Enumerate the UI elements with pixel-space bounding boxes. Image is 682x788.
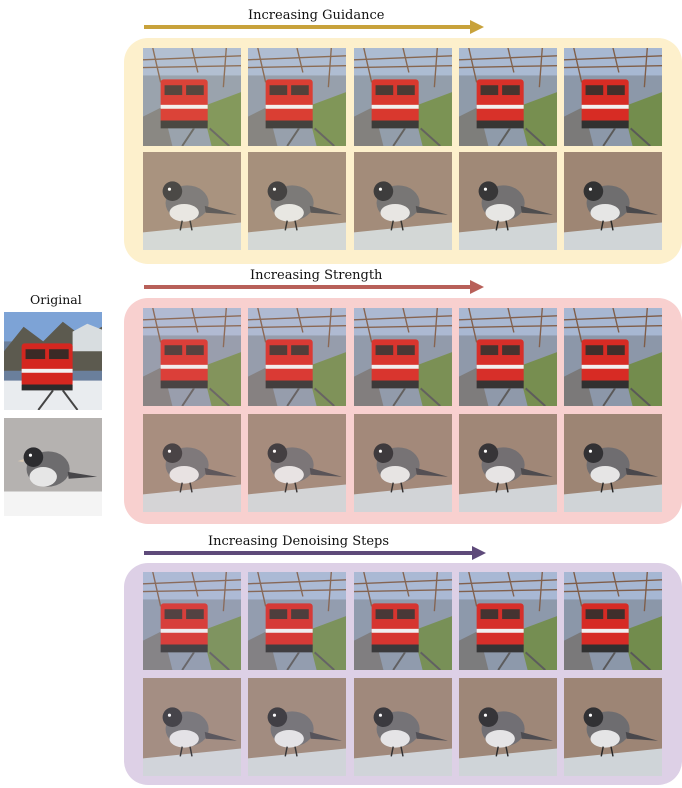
original-bird-image <box>4 418 102 516</box>
arrow-right-icon <box>144 20 484 34</box>
steps-bird-image-5 <box>564 678 662 776</box>
guidance-bird-image-5 <box>564 152 662 250</box>
steps-bird-image-3 <box>354 678 452 776</box>
train-photo-icon <box>564 48 662 146</box>
bird-photo-icon <box>143 414 241 512</box>
steps-train-image-1 <box>143 572 241 670</box>
train-photo-icon <box>459 308 557 406</box>
original-label: Original <box>30 292 82 307</box>
train-photo-icon <box>354 48 452 146</box>
bird-photo-icon <box>354 414 452 512</box>
steps-bird-image-1 <box>143 678 241 776</box>
bird-photo-icon <box>459 414 557 512</box>
strength-bird-image-3 <box>354 414 452 512</box>
guidance-train-image-4 <box>459 48 557 146</box>
bird-photo-icon <box>248 678 346 776</box>
bird-photo-icon <box>564 414 662 512</box>
train-photo-icon <box>354 572 452 670</box>
strength-train-image-4 <box>459 308 557 406</box>
guidance-train-image-3 <box>354 48 452 146</box>
bird-photo-icon <box>143 678 241 776</box>
strength-bird-image-5 <box>564 414 662 512</box>
guidance-train-image-5 <box>564 48 662 146</box>
strength-train-image-2 <box>248 308 346 406</box>
bird-photo-icon <box>354 152 452 250</box>
bird-photo-icon <box>4 418 102 516</box>
bird-photo-icon <box>564 678 662 776</box>
bird-photo-icon <box>459 678 557 776</box>
train-photo-icon <box>248 308 346 406</box>
train-photo-icon <box>248 572 346 670</box>
guidance-bird-image-4 <box>459 152 557 250</box>
train-photo-icon <box>248 48 346 146</box>
steps-train-image-4 <box>459 572 557 670</box>
strength-train-image-1 <box>143 308 241 406</box>
train-photo-icon <box>4 312 102 410</box>
strength-train-image-5 <box>564 308 662 406</box>
steps-train-image-3 <box>354 572 452 670</box>
guidance-train-image-1 <box>143 48 241 146</box>
guidance-section-label: Increasing Guidance <box>248 8 385 23</box>
guidance-train-image-2 <box>248 48 346 146</box>
train-photo-icon <box>459 48 557 146</box>
steps-section-label: Increasing Denoising Steps <box>208 534 390 549</box>
steps-train-image-2 <box>248 572 346 670</box>
strength-bird-image-1 <box>143 414 241 512</box>
train-photo-icon <box>143 48 241 146</box>
guidance-bird-image-3 <box>354 152 452 250</box>
guidance-bird-image-2 <box>248 152 346 250</box>
train-photo-icon <box>564 572 662 670</box>
bird-photo-icon <box>459 152 557 250</box>
train-photo-icon <box>143 308 241 406</box>
strength-bird-image-2 <box>248 414 346 512</box>
bird-photo-icon <box>248 414 346 512</box>
arrow-right-icon <box>144 546 486 560</box>
strength-section-label: Increasing Strength <box>250 268 383 283</box>
steps-bird-image-2 <box>248 678 346 776</box>
arrow-right-icon <box>144 280 484 294</box>
train-photo-icon <box>564 308 662 406</box>
strength-train-image-3 <box>354 308 452 406</box>
steps-bird-image-4 <box>459 678 557 776</box>
guidance-bird-image-1 <box>143 152 241 250</box>
bird-photo-icon <box>564 152 662 250</box>
steps-train-image-5 <box>564 572 662 670</box>
bird-photo-icon <box>354 678 452 776</box>
original-train-image <box>4 312 102 410</box>
strength-bird-image-4 <box>459 414 557 512</box>
train-photo-icon <box>354 308 452 406</box>
train-photo-icon <box>143 572 241 670</box>
bird-photo-icon <box>143 152 241 250</box>
train-photo-icon <box>459 572 557 670</box>
bird-photo-icon <box>248 152 346 250</box>
